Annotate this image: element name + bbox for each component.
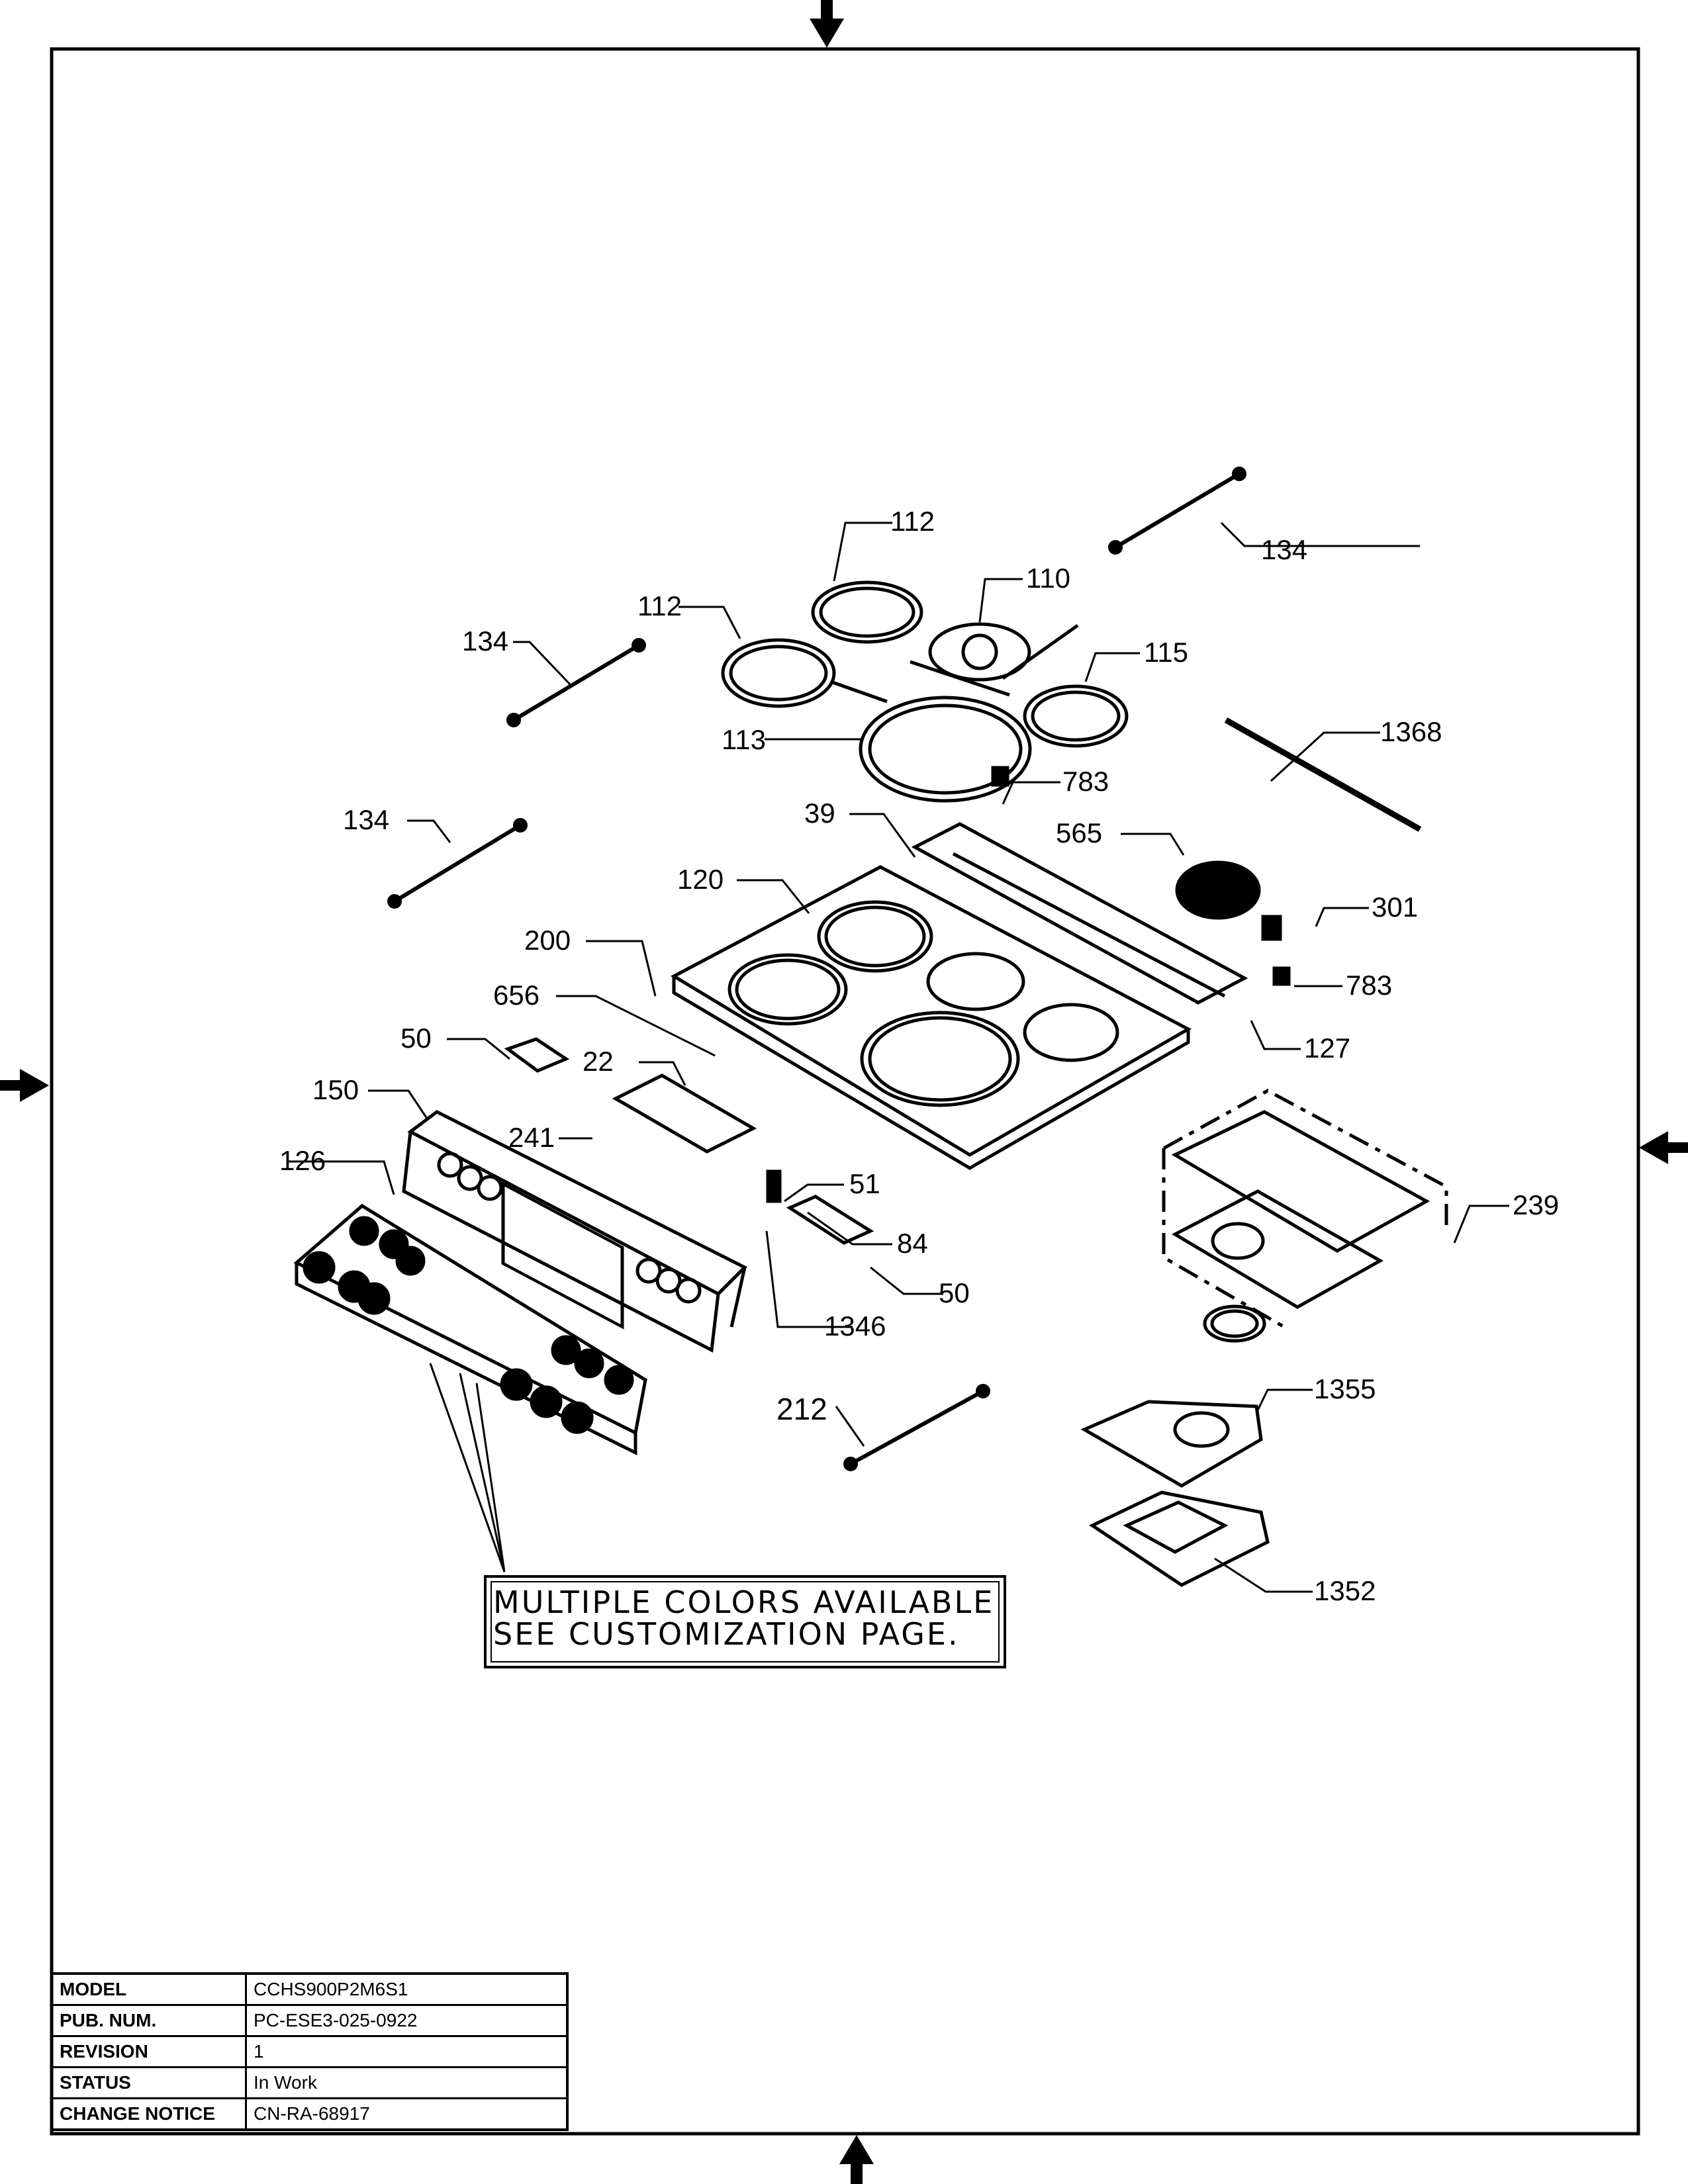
callout-51: 51 xyxy=(849,1168,880,1199)
callout-1352: 1352 xyxy=(1314,1575,1376,1606)
note-line-1: MULTIPLE COLORS AVAILABLE xyxy=(493,1584,994,1620)
callout-1368: 1368 xyxy=(1380,716,1442,747)
electronics-housing xyxy=(1162,1089,1448,1343)
callout-656: 656 xyxy=(493,979,539,1011)
glass-cooktop xyxy=(670,865,1192,1170)
callout-112-left: 112 xyxy=(637,590,682,621)
center-arrow-top xyxy=(810,0,844,48)
callout-120: 120 xyxy=(677,864,724,895)
sheet-border xyxy=(50,47,1640,2136)
callout-115: 115 xyxy=(1144,637,1188,668)
callout-126: 126 xyxy=(279,1145,326,1176)
callout-134-left-lower: 134 xyxy=(343,804,389,835)
title-block: MODEL CCHS900P2M6S1 PUB. NUM. PC-ESE3-02… xyxy=(50,1972,569,2131)
status-label: STATUS xyxy=(50,2066,247,2099)
callout-84: 84 xyxy=(897,1228,928,1259)
callout-212: 212 xyxy=(776,1392,827,1426)
center-arrow-left xyxy=(0,1069,49,1102)
model-value: CCHS900P2M6S1 xyxy=(245,1972,569,2006)
revision-value: 1 xyxy=(245,2035,569,2068)
note-box-inner xyxy=(491,1581,1000,1662)
knob-panel xyxy=(293,1203,647,1456)
pub-num-label: PUB. NUM. xyxy=(50,2004,247,2037)
callout-50-right: 50 xyxy=(939,1277,970,1308)
callout-241: 241 xyxy=(508,1122,555,1153)
callout-565: 565 xyxy=(1056,817,1102,848)
callout-1346: 1346 xyxy=(824,1310,886,1342)
center-arrow-bottom xyxy=(839,2135,874,2184)
control-panel xyxy=(402,1037,874,1353)
rods xyxy=(387,467,1422,1471)
callout-113: 113 xyxy=(722,724,766,755)
callout-200: 200 xyxy=(524,925,571,956)
back-trim-and-fan xyxy=(911,766,1291,1005)
callout-112-top: 112 xyxy=(890,506,935,537)
callout-110: 110 xyxy=(1026,563,1070,594)
callout-150: 150 xyxy=(312,1074,359,1105)
callout-39: 39 xyxy=(804,797,835,829)
pub-num-value: PC-ESE3-025-0922 xyxy=(245,2004,569,2037)
note-box xyxy=(484,1575,1006,1668)
change-notice-value: CN-RA-68917 xyxy=(245,2097,569,2131)
title-row-status: STATUS In Work xyxy=(50,2066,569,2099)
revision-label: REVISION xyxy=(50,2035,247,2068)
callout-22: 22 xyxy=(583,1046,614,1077)
callout-50-left: 50 xyxy=(400,1023,432,1054)
callout-783-top: 783 xyxy=(1062,766,1109,797)
callout-134-left-upper: 134 xyxy=(462,625,508,657)
title-row-revision: REVISION 1 xyxy=(50,2035,569,2068)
callout-783-bottom: 783 xyxy=(1346,970,1392,1001)
title-row-model: MODEL CCHS900P2M6S1 xyxy=(50,1972,569,2006)
title-row-pub-num: PUB. NUM. PC-ESE3-025-0922 xyxy=(50,2004,569,2037)
bottom-plates xyxy=(1080,1400,1270,1587)
callout-134-right: 134 xyxy=(1261,534,1307,565)
status-value: In Work xyxy=(245,2066,569,2099)
callout-1355: 1355 xyxy=(1314,1373,1376,1404)
callout-127: 127 xyxy=(1304,1032,1350,1064)
change-notice-label: CHANGE NOTICE xyxy=(50,2097,247,2131)
center-arrow-right xyxy=(1639,1131,1688,1164)
model-label: MODEL xyxy=(50,1972,247,2006)
cooktop-elements xyxy=(721,580,1129,803)
title-row-change-notice: CHANGE NOTICE CN-RA-68917 xyxy=(50,2097,569,2131)
note-line-2: SEE CUSTOMIZATION PAGE. xyxy=(493,1616,960,1652)
callout-239: 239 xyxy=(1513,1189,1559,1220)
callout-301: 301 xyxy=(1372,891,1418,923)
leader-lines xyxy=(287,522,1509,1593)
